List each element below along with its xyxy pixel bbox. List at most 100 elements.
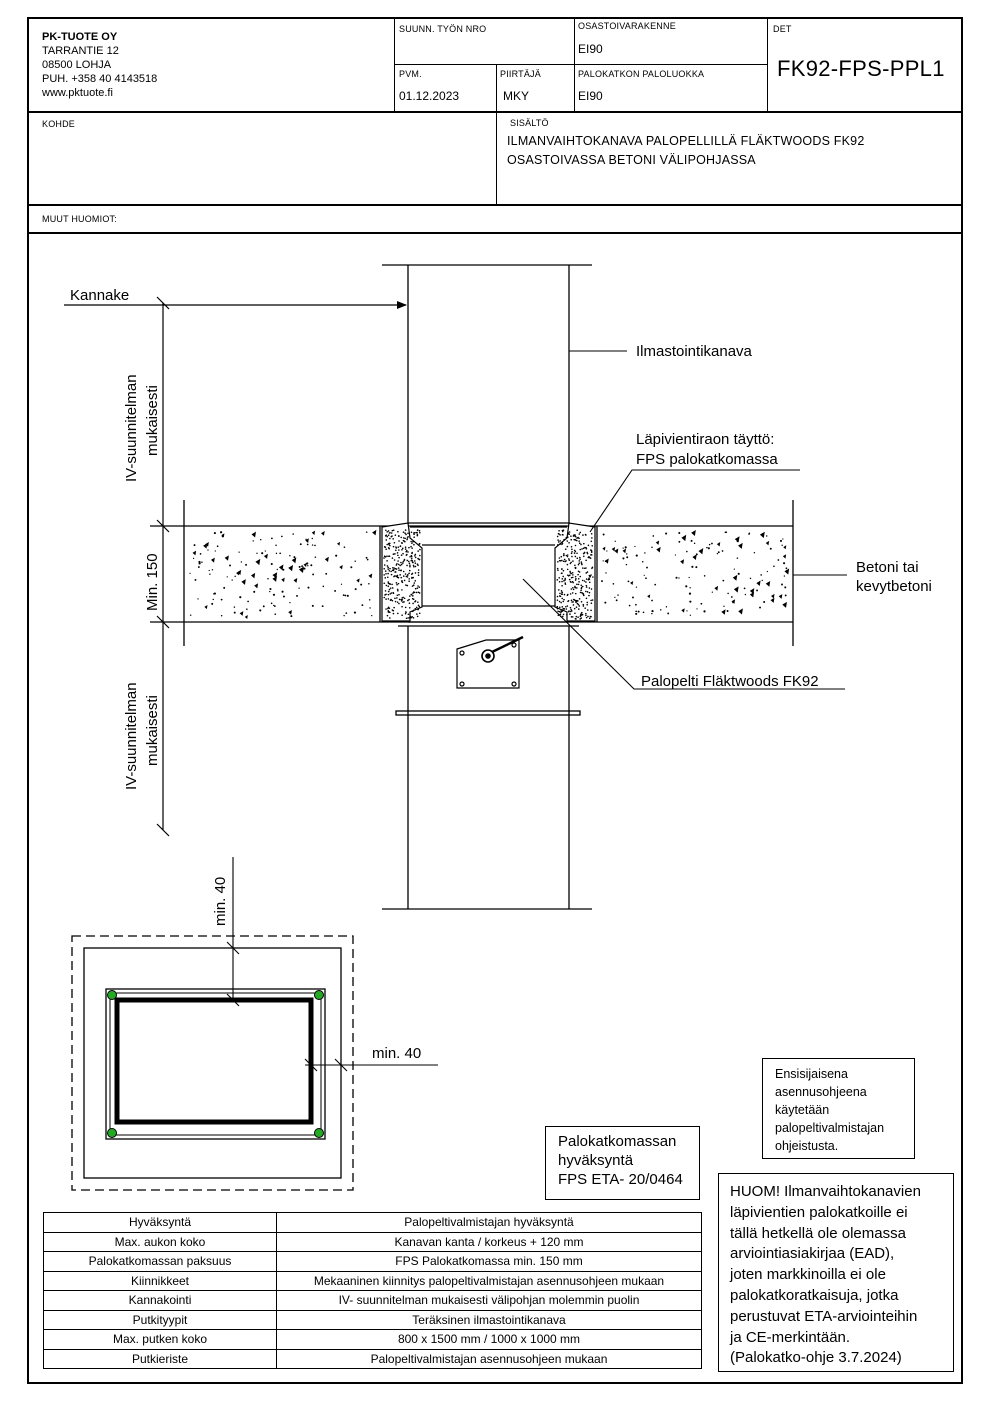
spec-key: Putkieriste	[43, 1348, 277, 1369]
note-huom-line: ja CE-merkintään.	[730, 1328, 851, 1346]
note-huom-line: joten markkinoilla ei ole	[730, 1266, 886, 1284]
concrete-texture-left	[189, 529, 377, 620]
drawing-frame	[27, 17, 963, 1384]
title-vline-4	[496, 64, 497, 206]
ilmastointikanava-label: Ilmastointikanava	[636, 343, 753, 360]
suunn-label: SUUNN. TYÖN NRO	[399, 24, 487, 34]
muut-label: MUUT HUOMIOT:	[42, 214, 117, 224]
leaders	[522, 350, 847, 690]
company-phone: PUH. +358 40 4143518	[42, 73, 158, 85]
piirtaja-label: PIIRTÄJÄ	[500, 69, 541, 79]
note-ensisijaisena: Ensisijaisena asennusohjeena käytetään p…	[762, 1058, 915, 1159]
paloluokka-value: EI90	[578, 89, 603, 103]
title-divider-3	[27, 232, 963, 234]
min40-top-label: min. 40	[212, 877, 229, 926]
note-hyvaksynta-line: FPS ETA- 20/0464	[558, 1171, 683, 1188]
osasto-label: OSASTOIVARAKENNE	[578, 21, 676, 31]
det-code: FK92-FPS-PPL1	[777, 56, 945, 81]
note-huom: HUOM! Ilmanvaihtokanavien läpivientien p…	[718, 1173, 954, 1372]
paloluokka-label: PALOKATKON PALOLUOKKA	[578, 69, 705, 79]
note-ensisijaisena-line: palopeltivalmistajan	[775, 1121, 885, 1135]
sisalto-line-2: OSASTOIVASSA BETONI VÄLIPOHJASSA	[507, 153, 756, 167]
spec-value: Kanavan kanta / korkeus + 120 mm	[276, 1231, 702, 1252]
plan-corner-markers	[107, 990, 324, 1138]
sisalto-text: ILMANVAIHTOKANAVA PALOPELLILLÄ FLÄKTWOOD…	[507, 132, 864, 170]
pvm-value: 01.12.2023	[399, 89, 460, 103]
spec-key: Putkityypit	[43, 1309, 277, 1330]
note-ensisijaisena-line: Ensisijaisena	[775, 1067, 848, 1081]
company-address: TARRANTIE 12	[42, 45, 119, 57]
piirtaja-value: MKY	[503, 89, 530, 103]
spec-key: Max. aukon koko	[43, 1231, 277, 1252]
duct-lower	[382, 626, 592, 910]
plan-view	[71, 935, 354, 1191]
title-vline-3	[767, 17, 768, 112]
betoni-label-1: Betoni tai	[856, 559, 919, 576]
duct-upper	[382, 264, 592, 524]
lapivienti-label-1: Läpivientiraon täyttö:	[636, 431, 774, 448]
note-huom-line: arviointiasiakirjaa (EAD),	[730, 1245, 895, 1263]
spec-value: IV- suunnitelman mukaisesti välipohjan m…	[276, 1290, 702, 1311]
iv-top-label-2: mukaisesti	[144, 385, 161, 456]
fire-sealant-right	[554, 522, 596, 622]
pvm-label: PVM.	[399, 69, 422, 79]
iv-bottom-label-1: IV-suunnitelman	[123, 682, 140, 790]
sisalto-line-1: ILMANVAIHTOKANAVA PALOPELLILLÄ FLÄKTWOOD…	[507, 134, 865, 148]
title-divider-1	[27, 111, 963, 113]
dimension-vertical	[150, 296, 184, 837]
note-huom-line: tällä hetkellä ole olemassa	[730, 1224, 906, 1242]
det-label: DET	[773, 24, 792, 34]
note-huom-line: palokatkoratkaisuja, jotka	[730, 1286, 899, 1304]
fire-sealant-left	[381, 522, 423, 622]
concrete-slab	[183, 500, 794, 646]
kannake-label: Kannake	[70, 287, 129, 304]
company-web: www.pktuote.fi	[42, 87, 113, 99]
spec-key: Hyväksyntä	[43, 1212, 277, 1233]
kohde-label: KOHDE	[42, 119, 76, 129]
spec-key: Palokatkomassan paksuus	[43, 1251, 277, 1272]
iv-bottom-label-2: mukaisesti	[144, 695, 161, 766]
lapivienti-label-2: FPS palokatkomassa	[636, 451, 778, 468]
spec-value: FPS Palokatkomassa min. 150 mm	[276, 1251, 702, 1272]
fire-damper	[398, 522, 579, 689]
note-hyvaksynta-line: Palokatkomassan	[558, 1133, 677, 1150]
note-ensisijaisena-line: asennusohjeena	[775, 1085, 867, 1099]
min40-right-label: min. 40	[372, 1045, 421, 1062]
spec-value: Palopeltivalmistajan hyväksyntä	[276, 1212, 702, 1233]
osasto-value: EI90	[578, 42, 603, 56]
min150-label: Min. 150	[144, 553, 161, 611]
note-ensisijaisena-line: ohjeistusta.	[775, 1139, 839, 1153]
company-info: PK-TUOTE OY TARRANTIE 12 08500 LOHJA PUH…	[42, 30, 157, 100]
note-ensisijaisena-line: käytetään	[775, 1103, 830, 1117]
iv-top-label-1: IV-suunnitelman	[123, 374, 140, 482]
note-huom-line: läpivientien palokatkoille ei	[730, 1203, 908, 1221]
spec-key: Kannakointi	[43, 1290, 277, 1311]
note-hyvaksynta-line: hyväksyntä	[558, 1152, 634, 1169]
betoni-label-2: kevytbetoni	[856, 578, 932, 595]
spec-key: Max. putken koko	[43, 1329, 277, 1350]
spec-value: Teräksinen ilmastointikanava	[276, 1309, 702, 1330]
spec-value: 800 x 1500 mm / 1000 x 1000 mm	[276, 1329, 702, 1350]
palopelti-label: Palopelti Fläktwoods FK92	[641, 673, 819, 690]
title-divider-2	[27, 204, 963, 206]
plan-dimensions	[226, 857, 438, 1072]
title-hline-mid	[394, 64, 767, 65]
spec-value: Palopeltivalmistajan asennusohjeen mukaa…	[276, 1348, 702, 1369]
concrete-texture-right	[601, 530, 790, 616]
company-name: PK-TUOTE OY	[42, 31, 118, 43]
company-city: 08500 LOHJA	[42, 59, 112, 71]
note-huom-line: perustuvat ETA-arviointeihin	[730, 1307, 918, 1325]
note-huom-line: (Palokatko-ohje 3.7.2024)	[730, 1349, 902, 1367]
note-huom-line: HUOM! Ilmanvaihtokanavien	[730, 1183, 921, 1200]
note-hyvaksynta: Palokatkomassan hyväksyntä FPS ETA- 20/0…	[545, 1126, 700, 1200]
sisalto-label: SISÄLTÖ	[510, 118, 549, 128]
